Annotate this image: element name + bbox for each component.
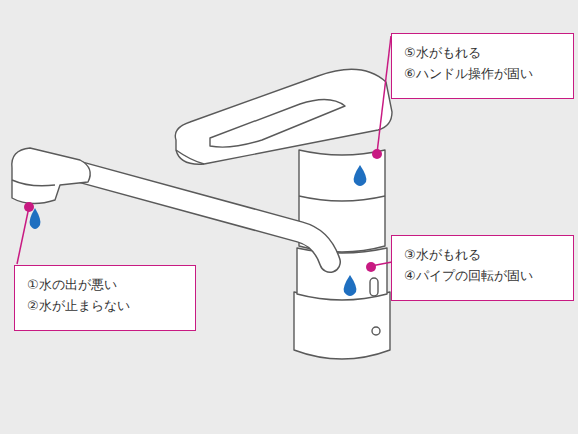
handle-lever: [175, 69, 392, 164]
body-ring: [299, 196, 385, 201]
leader-dots: [24, 149, 382, 272]
callout-text: ④パイプの回転が固い: [404, 267, 561, 285]
callout-text: ②水が止まらない: [27, 297, 183, 315]
pipe-joint: [297, 248, 387, 300]
leader-dot: [24, 202, 34, 212]
joint-knob: [370, 278, 378, 296]
nozzle-line: [12, 180, 55, 186]
handle-edge: [176, 150, 204, 164]
water-drop: [354, 165, 367, 186]
callout-text: ⑥ハンドル操作が固い: [404, 65, 561, 83]
spout-outline: [80, 172, 330, 262]
callout-text: ①水の出が悪い: [27, 276, 183, 294]
spout-nozzle: [12, 148, 90, 204]
leader-dot: [372, 149, 382, 159]
leader-dot: [366, 262, 376, 272]
faucet-base: [294, 292, 390, 359]
leader-lines: [17, 36, 392, 266]
callout-box: ①水の出が悪い ②水が止まらない: [14, 265, 196, 331]
base-hole: [372, 327, 380, 335]
callout-text: ⑤水がもれる: [404, 44, 561, 62]
callout-text: ③水がもれる: [404, 246, 561, 264]
spout-pipe: [80, 172, 330, 262]
leader-line: [377, 36, 391, 153]
callout-box: ③水がもれる ④パイプの回転が固い: [391, 235, 574, 301]
handle-slot: [210, 99, 345, 147]
water-drop: [344, 275, 357, 296]
callout-box: ⑤水がもれる ⑥ハンドル操作が固い: [391, 33, 574, 99]
leader-line: [17, 207, 29, 264]
